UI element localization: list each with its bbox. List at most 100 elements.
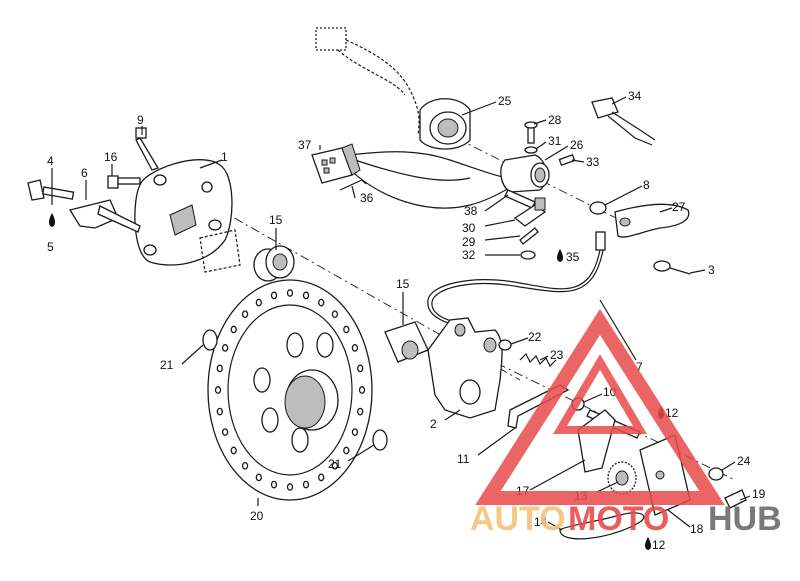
- callout-19: 19: [752, 487, 766, 501]
- disc-vent-hole: [270, 291, 278, 300]
- disc-vent-hole: [221, 344, 229, 352]
- part-22-washer: [498, 339, 512, 351]
- disc-vent-hole: [221, 428, 229, 436]
- part-5-locking-compound: [49, 213, 55, 227]
- callout-37: 37: [298, 138, 312, 152]
- disc-vent-hole: [286, 483, 294, 491]
- callout-16: 16: [104, 150, 118, 164]
- callout-36: 36: [360, 191, 374, 205]
- part-30-adjuster: [513, 197, 547, 227]
- callout-11: 11: [457, 452, 470, 466]
- part-23-spring: [519, 352, 557, 368]
- callout-38: 38: [464, 204, 478, 218]
- callout-15-upper: 15: [269, 213, 283, 227]
- part-26-lever-clamp: [500, 154, 550, 193]
- callout-31: 31: [548, 134, 562, 148]
- callout-14: 14: [534, 515, 548, 529]
- callout-7: 7: [636, 360, 643, 374]
- callout-23: 23: [550, 348, 564, 362]
- callout-20: 20: [250, 509, 264, 523]
- part-15-pad: [384, 321, 429, 363]
- callout-27: 27: [672, 200, 686, 214]
- disc-vent-hole: [255, 473, 262, 482]
- part-19-clip: [724, 489, 747, 509]
- part-3-clip: [653, 260, 691, 275]
- part-4-bolt: [27, 179, 75, 201]
- wiring-harness: [315, 27, 516, 209]
- part-1-caliper-bracket: [134, 159, 241, 273]
- disc-vent-hole: [351, 344, 359, 352]
- disc-vent-hole: [302, 291, 310, 300]
- part-32-nut: [520, 250, 536, 260]
- watermark-hub: HUB: [708, 500, 782, 538]
- disc-vent-hole: [357, 407, 364, 416]
- disc-vent-hole: [318, 473, 325, 482]
- part-17-actuator-lever: [577, 409, 616, 473]
- callout-22: 22: [528, 330, 542, 344]
- part-6-pad-retainer: [68, 199, 141, 233]
- part-20-brake-disc: [207, 279, 373, 501]
- disc-vent-hole: [216, 364, 223, 373]
- part-25-switch-housing: [419, 98, 471, 150]
- callout-12b: 12: [652, 538, 666, 552]
- callout-33: 33: [586, 155, 600, 169]
- callout-5: 5: [47, 240, 54, 254]
- watermark-auto: AUTO: [470, 500, 566, 538]
- part-24-nut: [708, 467, 724, 481]
- disc-vent-hole: [358, 386, 366, 394]
- part-27-brake-lever: [614, 203, 690, 238]
- callout-28: 28: [548, 113, 562, 127]
- callout-21-lower: 21: [328, 457, 342, 471]
- callout-24: 24: [737, 454, 751, 468]
- callout-34: 34: [628, 89, 642, 103]
- disc-vent-hole: [216, 407, 223, 416]
- part-8-washer: [589, 201, 607, 215]
- part-16-bolt: [107, 175, 141, 189]
- part-7-brake-cable: [427, 231, 606, 331]
- part-15-spacer-upper: [253, 245, 295, 282]
- axis-caliper: [184, 189, 521, 381]
- disc-vent-hole: [343, 446, 350, 455]
- watermark-moto: MOTO: [568, 500, 669, 538]
- callout-21-upper: 21: [160, 358, 174, 372]
- callout-6: 6: [81, 166, 88, 180]
- disc-vent-hole: [357, 364, 364, 373]
- callout-18: 18: [690, 522, 704, 536]
- part-2-caliper-body: [427, 317, 503, 419]
- leader-lines: [51, 96, 751, 531]
- disc-vent-hole: [230, 446, 237, 455]
- part-36-cable-tie: [339, 179, 367, 191]
- part-21-o-ring-upper: [202, 329, 218, 351]
- callout-3: 3: [708, 263, 715, 277]
- callout-26: 26: [570, 138, 584, 152]
- disc-vent-hole: [286, 289, 294, 297]
- callout-4: 4: [47, 154, 54, 168]
- disc-vent-hole: [241, 310, 249, 319]
- disc-vent-hole: [241, 461, 249, 470]
- disc-vent-hole: [331, 310, 339, 319]
- disc-vent-hole: [230, 325, 237, 334]
- part-34-brake-switch: [591, 97, 656, 146]
- watermark-triangle-icon: [475, 308, 725, 505]
- disc-vent-hole: [331, 461, 339, 470]
- grease-drop-icon-12b: [645, 537, 651, 550]
- part-31-washer: [524, 146, 538, 154]
- part-28-screw: [524, 121, 538, 144]
- disc-vent-hole: [302, 480, 310, 489]
- callout-29: 29: [462, 235, 476, 249]
- disc-vent-hole: [255, 298, 262, 307]
- callout-15-lower: 15: [396, 277, 410, 291]
- callout-32: 32: [462, 248, 476, 262]
- callout-30: 30: [462, 221, 476, 235]
- callout-25: 25: [498, 94, 512, 108]
- callout-35: 35: [566, 250, 580, 264]
- disc-vent-hole: [214, 386, 222, 394]
- callout-8: 8: [643, 178, 650, 192]
- callout-9: 9: [137, 113, 144, 127]
- disc-vent-hole: [343, 325, 350, 334]
- part-14-loop: [559, 512, 645, 540]
- callout-2: 2: [430, 417, 437, 431]
- disc-vent-hole: [270, 480, 278, 489]
- part-29-spring-clip: [519, 227, 539, 245]
